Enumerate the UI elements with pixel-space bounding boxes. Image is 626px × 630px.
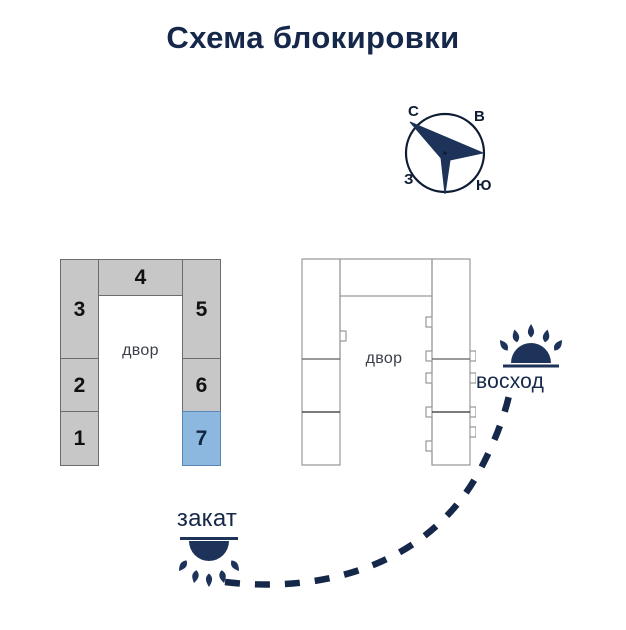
sunrise-dome xyxy=(511,343,551,363)
sun-path-dashed-line xyxy=(224,385,515,588)
yard-label-outline: двор xyxy=(365,350,403,367)
page-title: Схема блокировки xyxy=(166,20,460,55)
sunrise-ray-left-1 xyxy=(512,329,520,343)
block-5[interactable]: 5 xyxy=(182,259,221,359)
sunset-ray-right-2 xyxy=(230,560,239,571)
compass-label-south: Ю xyxy=(476,177,492,194)
sunrise-ray-right-1 xyxy=(542,329,550,343)
block-4[interactable]: 4 xyxy=(98,259,183,296)
block-plan-filled: 3 4 5 2 6 1 7 двор xyxy=(60,259,221,466)
compass-needle-icon xyxy=(409,121,485,195)
sunrise-ray-right-2 xyxy=(553,340,562,351)
block-label: 4 xyxy=(134,266,147,289)
compass-label-west: З xyxy=(404,171,414,188)
sunset-icon xyxy=(179,537,239,587)
sunset-ray-left-2 xyxy=(179,560,188,571)
sunset-marker: закат xyxy=(155,505,259,591)
sunset-label: закат xyxy=(176,505,238,532)
sunset-ray-right-1 xyxy=(219,570,226,583)
block-label: 3 xyxy=(73,297,86,321)
block-2[interactable]: 2 xyxy=(60,358,99,412)
compass-label-east: В xyxy=(474,108,485,125)
outline-right-jog xyxy=(425,296,433,465)
compass-graphic xyxy=(404,112,486,195)
sunrise-label: восход xyxy=(476,370,545,393)
block-1[interactable]: 1 xyxy=(60,411,99,466)
block-3[interactable]: 3 xyxy=(60,259,99,359)
block-label: 7 xyxy=(195,427,208,450)
block-plan-outline-graphic xyxy=(301,258,477,466)
outline-left-jog xyxy=(339,296,347,360)
sunrise-horizon xyxy=(503,364,559,368)
block-label: 1 xyxy=(73,427,86,450)
sun-path-arc xyxy=(224,385,515,588)
sunrise-ray-center xyxy=(527,324,535,338)
yard-label-filled: двор xyxy=(122,342,159,359)
sunset-dome xyxy=(189,541,229,561)
compass-rose: С В З Ю xyxy=(390,96,505,208)
block-plan-outline: двор xyxy=(296,255,477,473)
sunset-ray-center xyxy=(205,573,213,587)
sunset-ray-left-1 xyxy=(192,570,199,583)
sunset-horizon xyxy=(180,537,238,540)
block-label: 6 xyxy=(195,373,208,397)
compass-label-north: С xyxy=(408,103,419,120)
sunrise-marker: восход xyxy=(476,322,622,400)
block-7-selected[interactable]: 7 xyxy=(182,411,221,466)
block-label: 2 xyxy=(73,373,86,397)
sunrise-icon xyxy=(500,324,562,368)
compass-center-dot xyxy=(443,151,447,155)
outline-left-wing xyxy=(301,258,341,466)
outline-top-wing xyxy=(339,258,433,297)
sunrise-ray-left-2 xyxy=(500,340,509,351)
block-label: 5 xyxy=(195,297,208,321)
